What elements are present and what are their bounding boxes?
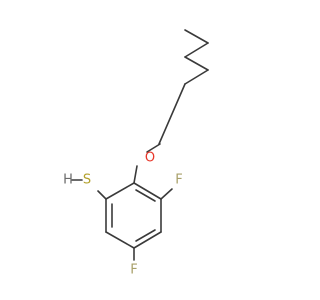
bond-chain-3 [184, 56, 209, 71]
bond-chain-4 [184, 69, 209, 85]
ring-bond-3 [133, 231, 162, 249]
molecule-structure: O F F H S [63, 29, 209, 278]
thiol-s-label: S [83, 173, 91, 188]
ring-double-2 [135, 229, 156, 242]
ring-bond-4 [105, 231, 135, 249]
oxygen-label: O [145, 151, 155, 166]
molecule-canvas: O F F H S [63, 29, 209, 278]
ring-double-1 [135, 189, 156, 202]
fluorine-bottom-label: F [130, 263, 137, 278]
ring-bond-1 [133, 182, 162, 200]
bond-chain-2 [184, 42, 209, 58]
bond-o-chain [146, 143, 161, 153]
bond-ring-f-right [160, 188, 173, 200]
hexyl-chain [158, 29, 209, 145]
bond-chain-1 [184, 29, 209, 44]
fluorine-right-label: F [175, 173, 182, 188]
bond-o-ring [133, 165, 138, 184]
bond-chain-5 [158, 83, 186, 145]
ring-bond-6 [105, 182, 135, 200]
thiol-h-label: H [63, 173, 73, 188]
bond-ring-s [97, 190, 107, 200]
benzene-ring [105, 182, 162, 249]
